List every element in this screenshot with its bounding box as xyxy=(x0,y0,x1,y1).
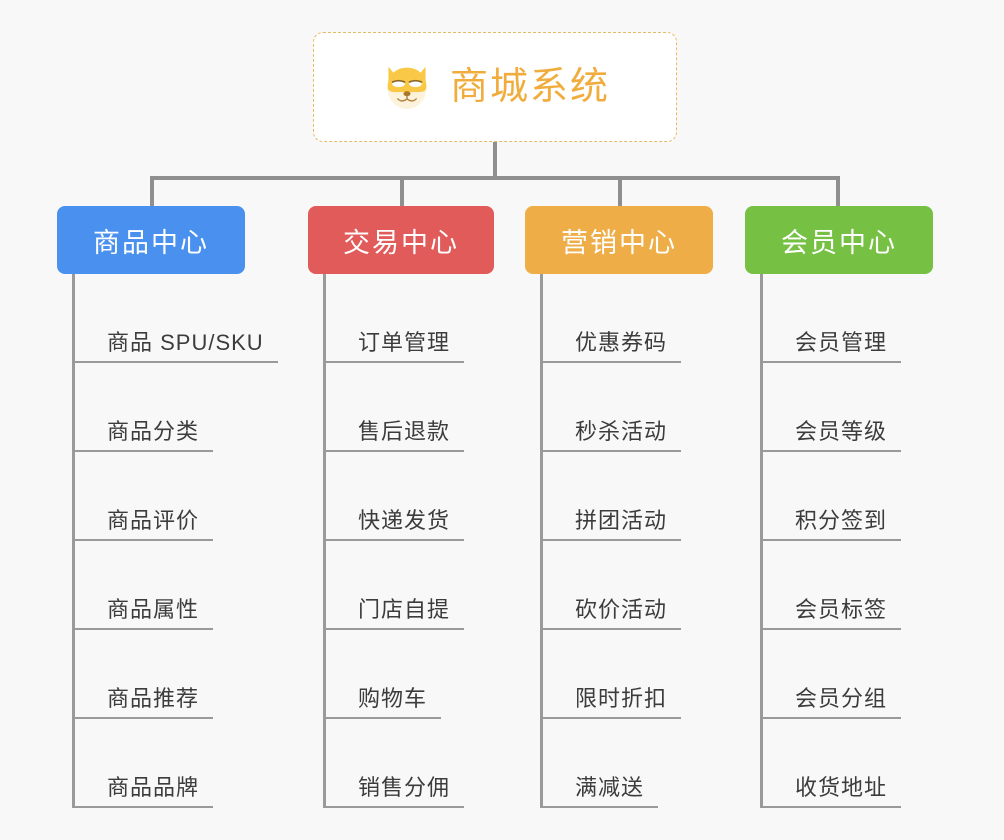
sub-item-list-member: 会员管理 会员等级 积分签到 会员标签 会员分组 收货地址 xyxy=(760,274,933,808)
list-item-label: 商品分类 xyxy=(75,418,214,452)
list-item[interactable]: 商品品牌 xyxy=(75,719,245,808)
list-item[interactable]: 商品推荐 xyxy=(75,630,245,719)
list-item[interactable]: 商品评价 xyxy=(75,452,245,541)
list-item-label: 订单管理 xyxy=(326,329,465,363)
list-item-label: 限时折扣 xyxy=(543,685,682,719)
branch-column-member: 会员中心 会员管理 会员等级 积分签到 会员标签 会员分组 收货地址 xyxy=(745,206,933,808)
list-item[interactable]: 限时折扣 xyxy=(543,630,713,719)
list-item[interactable]: 商品 SPU/SKU xyxy=(75,274,278,363)
list-item-label: 收货地址 xyxy=(763,774,902,808)
list-item[interactable]: 会员管理 xyxy=(763,274,933,363)
connector-root-stem xyxy=(493,142,497,178)
list-item-label: 秒杀活动 xyxy=(543,418,682,452)
list-item-label: 商品品牌 xyxy=(75,774,214,808)
list-item[interactable]: 快递发货 xyxy=(326,452,494,541)
list-item[interactable]: 售后退款 xyxy=(326,363,494,452)
list-item[interactable]: 购物车 xyxy=(326,630,494,719)
branch-column-product: 商品中心 商品 SPU/SKU 商品分类 商品评价 商品属性 商品推荐 商品品牌 xyxy=(57,206,278,808)
list-item[interactable]: 商品属性 xyxy=(75,541,245,630)
list-item[interactable]: 会员标签 xyxy=(763,541,933,630)
shiba-dog-icon xyxy=(387,66,427,109)
list-item[interactable]: 砍价活动 xyxy=(543,541,713,630)
list-item-label: 售后退款 xyxy=(326,418,465,452)
sub-item-list-marketing: 优惠券码 秒杀活动 拼团活动 砍价活动 限时折扣 满减送 xyxy=(540,274,713,808)
list-item[interactable]: 积分签到 xyxy=(763,452,933,541)
list-item-label: 会员等级 xyxy=(763,418,902,452)
list-item-label: 会员分组 xyxy=(763,685,902,719)
list-item-label: 会员标签 xyxy=(763,596,902,630)
category-box-trade[interactable]: 交易中心 xyxy=(308,206,494,274)
list-item-label: 砍价活动 xyxy=(543,596,682,630)
list-item-label: 商品评价 xyxy=(75,507,214,541)
branch-column-trade: 交易中心 订单管理 售后退款 快递发货 门店自提 购物车 销售分佣 xyxy=(308,206,494,808)
list-item[interactable]: 拼团活动 xyxy=(543,452,713,541)
category-box-member[interactable]: 会员中心 xyxy=(745,206,933,274)
connector-drop-4 xyxy=(836,176,840,208)
list-item[interactable]: 优惠券码 xyxy=(543,274,713,363)
list-item[interactable]: 会员分组 xyxy=(763,630,933,719)
connector-drop-2 xyxy=(400,176,404,208)
list-item-label: 销售分佣 xyxy=(326,774,465,808)
list-item[interactable]: 会员等级 xyxy=(763,363,933,452)
category-box-product[interactable]: 商品中心 xyxy=(57,206,245,274)
branch-column-marketing: 营销中心 优惠券码 秒杀活动 拼团活动 砍价活动 限时折扣 满减送 xyxy=(525,206,713,808)
list-item-label: 购物车 xyxy=(326,685,442,719)
list-item[interactable]: 订单管理 xyxy=(326,274,494,363)
category-box-marketing[interactable]: 营销中心 xyxy=(525,206,713,274)
connector-drop-1 xyxy=(150,176,154,208)
list-item[interactable]: 秒杀活动 xyxy=(543,363,713,452)
list-item[interactable]: 销售分佣 xyxy=(326,719,494,808)
connector-drop-3 xyxy=(618,176,622,208)
root-node[interactable]: 商城系统 xyxy=(313,32,677,142)
list-item-label: 商品 SPU/SKU xyxy=(75,329,278,363)
list-item-label: 拼团活动 xyxy=(543,507,682,541)
root-title: 商城系统 xyxy=(449,66,610,108)
list-item-label: 会员管理 xyxy=(763,329,902,363)
list-item[interactable]: 收货地址 xyxy=(763,719,933,808)
sub-item-list-product: 商品 SPU/SKU 商品分类 商品评价 商品属性 商品推荐 商品品牌 xyxy=(72,274,278,808)
list-item-label: 积分签到 xyxy=(763,507,902,541)
list-item[interactable]: 门店自提 xyxy=(326,541,494,630)
list-item-label: 快递发货 xyxy=(326,507,465,541)
list-item-label: 商品属性 xyxy=(75,596,214,630)
list-item-label: 门店自提 xyxy=(326,596,465,630)
list-item-label: 满减送 xyxy=(543,774,659,808)
list-item[interactable]: 满减送 xyxy=(543,719,713,808)
sub-item-list-trade: 订单管理 售后退款 快递发货 门店自提 购物车 销售分佣 xyxy=(323,274,494,808)
list-item-label: 优惠券码 xyxy=(543,329,682,363)
list-item-label: 商品推荐 xyxy=(75,685,214,719)
connector-bus-bar xyxy=(150,176,838,180)
list-item[interactable]: 商品分类 xyxy=(75,363,245,452)
